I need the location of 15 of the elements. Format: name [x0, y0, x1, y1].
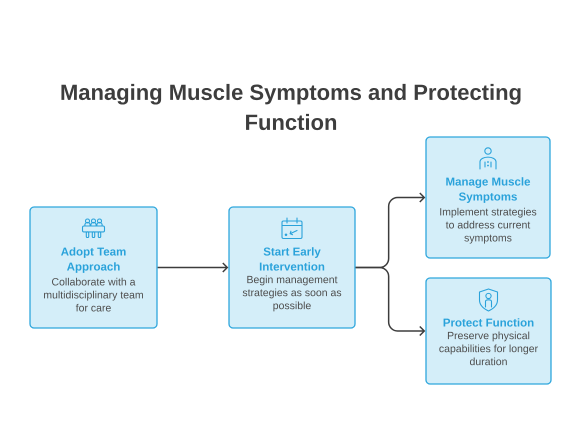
box-heading: Protect Function	[444, 318, 534, 327]
arrow	[356, 266, 426, 336]
title: Managing Muscle Symptoms and Protecting Function	[61, 84, 521, 130]
box-text: Preserve physical capabilities for longer duration	[439, 332, 538, 366]
box-heading: Adopt Team Approach	[61, 247, 126, 273]
box-text: Implement strategies to address current symptoms	[440, 208, 536, 244]
process-box	[228, 206, 356, 329]
process-box	[425, 136, 551, 259]
box-text: Collaborate with a multidisciplinary team for care	[44, 278, 143, 312]
box-heading: Manage Muscle Symptoms	[446, 177, 530, 203]
process-box	[29, 206, 158, 329]
box-heading: Start Early Intervention	[260, 247, 324, 271]
box-text: Begin management strategies as soon as possible	[242, 276, 342, 312]
process-box	[425, 277, 552, 385]
arrow	[158, 262, 228, 273]
